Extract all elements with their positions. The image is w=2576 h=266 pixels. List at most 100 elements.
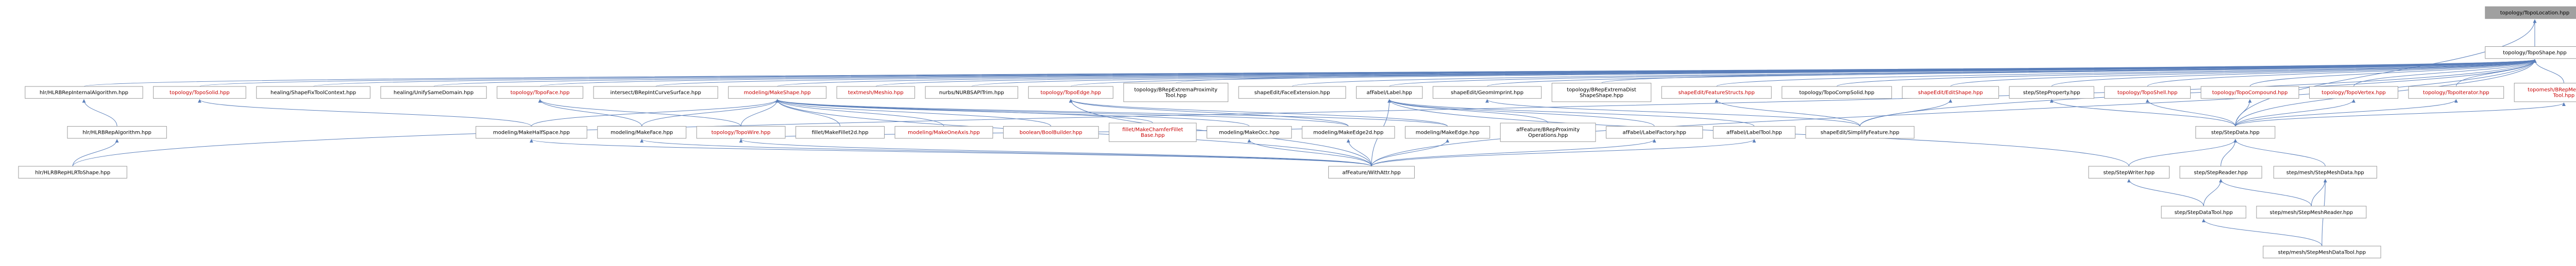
graph-node-make-face[interactable]: modeling/MakeFace.hpp: [597, 126, 687, 139]
edge-n_label_factory-to-n_label: [1387, 99, 1655, 127]
graph-node-discret[interactable]: topomesh/BRepMeshDiscretTool.hpp: [2514, 83, 2576, 102]
graph-node-label-tool[interactable]: afFabel/LabelTool.hpp: [1713, 126, 1795, 139]
graph-node-solid[interactable]: topology/TopoSolid.hpp: [153, 86, 246, 99]
edge-n_mesh_reader-to-n_step_reader: [2219, 179, 2312, 206]
graph-node-makeedge[interactable]: modeling/MakeEdge.hpp: [1404, 126, 1490, 139]
graph-node-step-prop[interactable]: step/StepProperty.hpp: [2009, 86, 2094, 99]
graph-node-geom-imprint[interactable]: shapeEdit/GeomImprint.hpp: [1432, 86, 1542, 99]
node-box: [153, 86, 246, 99]
graph-node-fillet2d[interactable]: fillet/MakeFillet2d.hpp: [795, 126, 885, 139]
node-label: boolean/BoolBuilder.hpp: [1020, 130, 1082, 136]
graph-node-label[interactable]: afFabel/Label.hpp: [1356, 86, 1423, 99]
graph-node-nurbs[interactable]: nurbs/NURBSAPITrim.hpp: [925, 86, 1019, 99]
graph-node-hlr-algo[interactable]: hlr/HLRBRepAlgorithm.hpp: [67, 126, 167, 139]
graph-node-label-factory[interactable]: afFabel/LabelFactory.hpp: [1605, 126, 1703, 139]
edge-n_mesh_reader-to-n_mesh_data: [2311, 179, 2327, 206]
node-label: topology/TopoCompSolid.hpp: [1799, 90, 1874, 96]
graph-node-oneaxis[interactable]: modeling/MakeOneAxis.hpp: [894, 126, 993, 139]
edge-n_step_data-to-n_shell: [2145, 99, 2236, 127]
graph-node-compound[interactable]: topology/TopoCompound.hpp: [2200, 86, 2299, 99]
node-box: [256, 86, 370, 99]
graph-node-makeshape[interactable]: modeling/MakeShape.hpp: [728, 86, 827, 99]
graph-node-shell[interactable]: topology/TopoShell.hpp: [2104, 86, 2191, 99]
graph-node-wire[interactable]: topology/TopoWire.hpp: [696, 126, 786, 139]
edge-n_geom_imprint-to-n_topshape: [1487, 59, 2536, 87]
edge-n_data_tool-to-n_step_reader: [2203, 179, 2223, 206]
edge-n_makeedge-to-n_makeshape: [775, 99, 1448, 127]
graph-node-data-tool[interactable]: step/StepDataTool.hpp: [2161, 206, 2246, 219]
node-box: [593, 86, 718, 99]
node-label: healing/UnifySameDomain.hpp: [394, 90, 473, 96]
edge-n_step_data-to-n_iterator: [2235, 99, 2458, 127]
graph-node-face[interactable]: topology/TopoFace.hpp: [497, 86, 584, 99]
graph-node-face-ext[interactable]: shapeEdit/FaceExtension.hpp: [1238, 86, 1346, 99]
node-label: fillet/MakeChamferFillet: [1122, 127, 1183, 133]
node-box: [2009, 86, 2094, 99]
graph-node-compsolid[interactable]: topology/TopoCompSolid.hpp: [1782, 86, 1892, 99]
edge-n_hlr_to_shape-to-n_hlr_algo: [72, 139, 119, 167]
graph-node-heal-unify[interactable]: healing/UnifySameDomain.hpp: [380, 86, 487, 99]
edge-n_withattr-to-n_label_factory: [1371, 139, 1656, 167]
graph-node-withattr[interactable]: afFeature/WithAttr.hpp: [1328, 166, 1415, 179]
node-box: [2263, 245, 2381, 258]
edge-n_iterator-to-n_topshape: [2455, 59, 2537, 87]
node-label: shapeEdit/FeatureStructs.hpp: [1679, 90, 1755, 96]
edge-n_withattr-to-n_topshape: [1371, 59, 2537, 167]
node-box: [2514, 83, 2576, 102]
edge-n_shell-to-n_topshape: [2147, 59, 2537, 87]
graph-node-mesh-data[interactable]: step/mesh/StepMeshData.hpp: [2273, 166, 2377, 179]
edge-n_bool_builder-to-n_makeshape: [775, 99, 1052, 127]
graph-node-edit-shape[interactable]: shapeEdit/EditShape.hpp: [1902, 86, 1999, 99]
graph-node-mesh-reader[interactable]: step/mesh/StepMeshReader.hpp: [2256, 206, 2367, 219]
node-box: [1028, 86, 1113, 99]
edge-n_step_data-to-n_vertex: [2235, 99, 2355, 127]
graph-node-hlr-to-shape[interactable]: hlr/HLRBRepHLRToShape.hpp: [18, 166, 127, 179]
edge-n_make_face-to-n_makeshape: [641, 99, 779, 127]
edge-n_prox_ops-to-n_label: [1387, 99, 1549, 123]
edge-n_withattr-to-n_label_tool: [1371, 139, 1756, 167]
node-label: modeling/MakeFace.hpp: [611, 130, 673, 136]
graph-node-iterator[interactable]: topology/TopoIterator.hpp: [2408, 86, 2504, 99]
node-box: [2408, 86, 2504, 99]
edge-n_compsolid-to-n_topshape: [1836, 59, 2537, 87]
graph-node-vertex[interactable]: topology/TopoVertex.hpp: [2309, 86, 2398, 99]
node-label: afFeature/BRepProximity: [1516, 127, 1580, 133]
graph-node-step-writer[interactable]: step/StepWriter.hpp: [2088, 166, 2170, 179]
graph-node-intersect[interactable]: intersect/BRepIntCurveSurface.hpp: [593, 86, 718, 99]
node-label: afFabel/LabelTool.hpp: [1726, 130, 1782, 136]
node-label: step/StepReader.hpp: [2194, 170, 2247, 175]
graph-node-heal-ctx[interactable]: healing/ShapeFixToolContext.hpp: [256, 86, 370, 99]
node-label: topology/TopoCompound.hpp: [2212, 90, 2288, 96]
graph-node-makeocc[interactable]: modeling/MakeOcc.hpp: [1207, 126, 1292, 139]
graph-node-simplify[interactable]: shapeEdit/SimplifyFeature.hpp: [1805, 126, 1914, 139]
graph-node-topshape[interactable]: topology/TopoShape.hpp: [2485, 46, 2576, 59]
node-box: [1500, 122, 1596, 142]
graph-node-hlr-rep[interactable]: hlr/HLRBRepInternalAlgorithm.hpp: [25, 86, 143, 99]
graph-node-edge[interactable]: topology/TopoEdge.hpp: [1028, 86, 1113, 99]
graph-node-make-halfspace[interactable]: modeling/MakeHalfSpace.hpp: [476, 126, 587, 139]
graph-node-feature-struct[interactable]: shapeEdit/FeatureStructs.hpp: [1661, 86, 1772, 99]
node-label: step/mesh/StepMeshData.hpp: [2286, 170, 2364, 175]
node-box: [1356, 86, 1423, 99]
graph-node-mesh-data-tool[interactable]: step/mesh/StepMeshDataTool.hpp: [2263, 245, 2381, 258]
node-label: Tool.hpp: [2553, 93, 2575, 99]
node-label: modeling/MakeHalfSpace.hpp: [493, 130, 570, 136]
edge-n_mesh_data-to-n_step_data: [2233, 139, 2326, 167]
node-box: [894, 126, 993, 139]
edge-n_withattr-to-n_make_halfspace: [530, 139, 1372, 167]
edge-n_label_tool-to-n_label: [1387, 99, 1755, 127]
node-box: [1551, 83, 1652, 102]
edge-n_make_face-to-n_face: [538, 99, 642, 127]
graph-node-bool-builder[interactable]: boolean/BoolBuilder.hpp: [1003, 126, 1099, 139]
graph-node-meshio[interactable]: textmesh/Meshio.hpp: [836, 86, 916, 99]
node-box: [1404, 126, 1490, 139]
graph-node-makeedge2d[interactable]: modeling/MakeEdge2d.hpp: [1301, 126, 1395, 139]
graph-node-step-reader[interactable]: step/StepReader.hpp: [2179, 166, 2262, 179]
node-box: [2309, 86, 2398, 99]
node-label: shapeEdit/GeomImprint.hpp: [1451, 90, 1523, 96]
graph-node-step-data[interactable]: step/StepData.hpp: [2195, 126, 2276, 139]
